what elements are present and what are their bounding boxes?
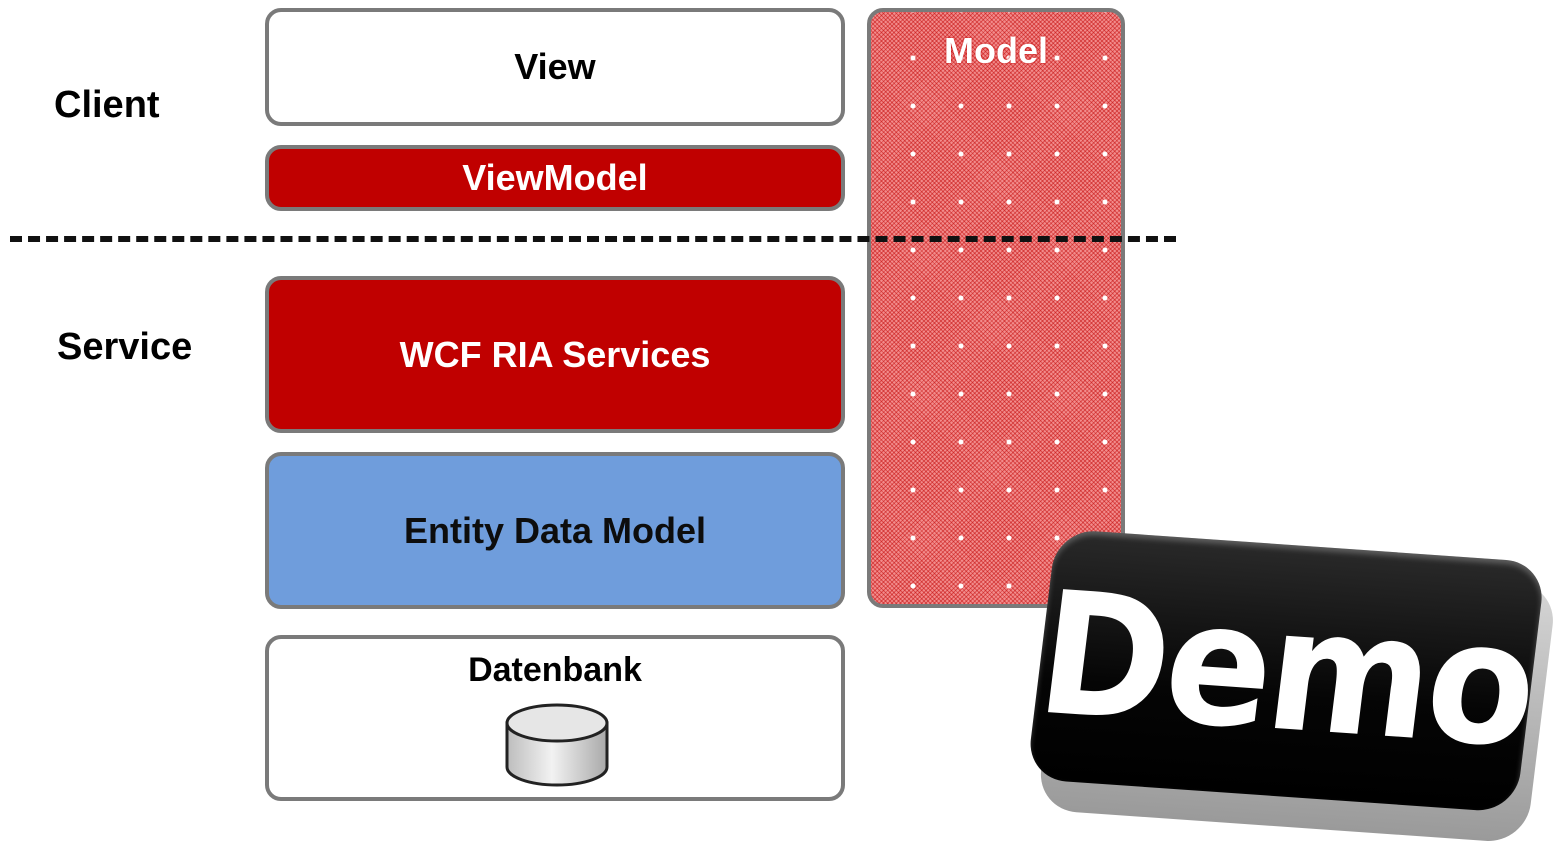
database-cylinder-icon — [505, 703, 609, 787]
entity-data-model-box: Entity Data Model — [265, 452, 845, 609]
database-label: Datenbank — [468, 651, 642, 689]
entity-data-model-label: Entity Data Model — [403, 509, 707, 551]
wcf-ria-services-box: WCF RIA Services — [265, 276, 845, 433]
viewmodel-label: ViewModel — [462, 157, 648, 198]
viewmodel-box: ViewModel — [265, 145, 845, 211]
wcf-ria-services-label: WCF RIA Services — [399, 333, 711, 375]
demo-label: Demo — [1028, 555, 1544, 787]
demo-badge: Demo — [1024, 528, 1554, 844]
client-tier-label: Client — [54, 84, 160, 126]
model-column: Model — [867, 8, 1125, 608]
model-label: Model — [944, 30, 1048, 71]
demo-sign: Demo — [1026, 528, 1547, 813]
view-box: View — [265, 8, 845, 126]
service-tier-label: Service — [57, 326, 193, 368]
database-box: Datenbank — [265, 635, 845, 801]
client-service-divider — [10, 236, 1176, 242]
view-label: View — [514, 46, 596, 87]
